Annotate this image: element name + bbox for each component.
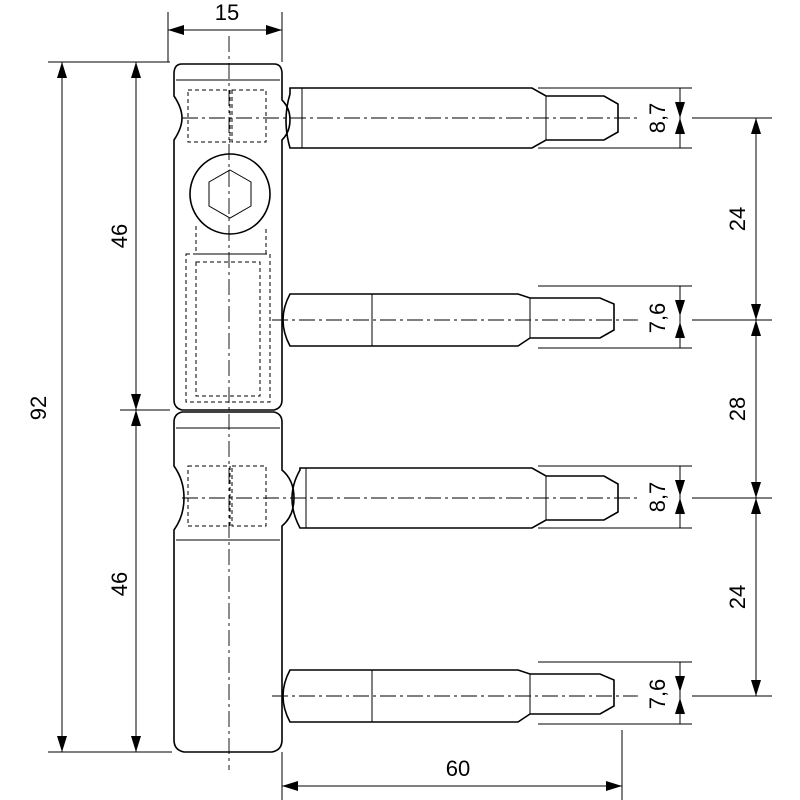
dimension-label-total-height: 92: [26, 396, 51, 420]
pin-1: [182, 87, 638, 149]
dimension-label-top-width: 15: [215, 0, 239, 25]
dimension-pin-spacings: 24 28 24: [692, 117, 772, 697]
dimension-label-spacing-1-2: 24: [725, 207, 750, 231]
dimension-halves: 46 46: [107, 62, 170, 752]
pin-4: [272, 669, 638, 723]
dimension-label-pin3-diameter: 8,7: [645, 482, 670, 513]
pin-2: [272, 293, 638, 347]
dimension-total-height: 92: [26, 61, 172, 753]
hinge-body: [173, 36, 295, 770]
dimension-label-upper-half: 46: [107, 224, 132, 248]
dimension-label-lower-half: 46: [107, 572, 132, 596]
dimension-label-spacing-2-3: 28: [725, 397, 750, 421]
pin-3: [182, 467, 638, 529]
dimension-label-pin2-diameter: 7,6: [645, 303, 670, 334]
dimension-label-spacing-3-4: 24: [725, 585, 750, 609]
dimension-label-pin4-diameter: 7,6: [645, 679, 670, 710]
dimension-top-width: 15: [167, 0, 283, 62]
dimension-pin-diameters: 8,7 7,6 8,7 7,6: [538, 87, 692, 725]
dimension-label-pin-length: 60: [446, 756, 470, 781]
dimension-label-pin1-diameter: 8,7: [645, 103, 670, 134]
dimension-pin-length: 60: [281, 730, 623, 800]
